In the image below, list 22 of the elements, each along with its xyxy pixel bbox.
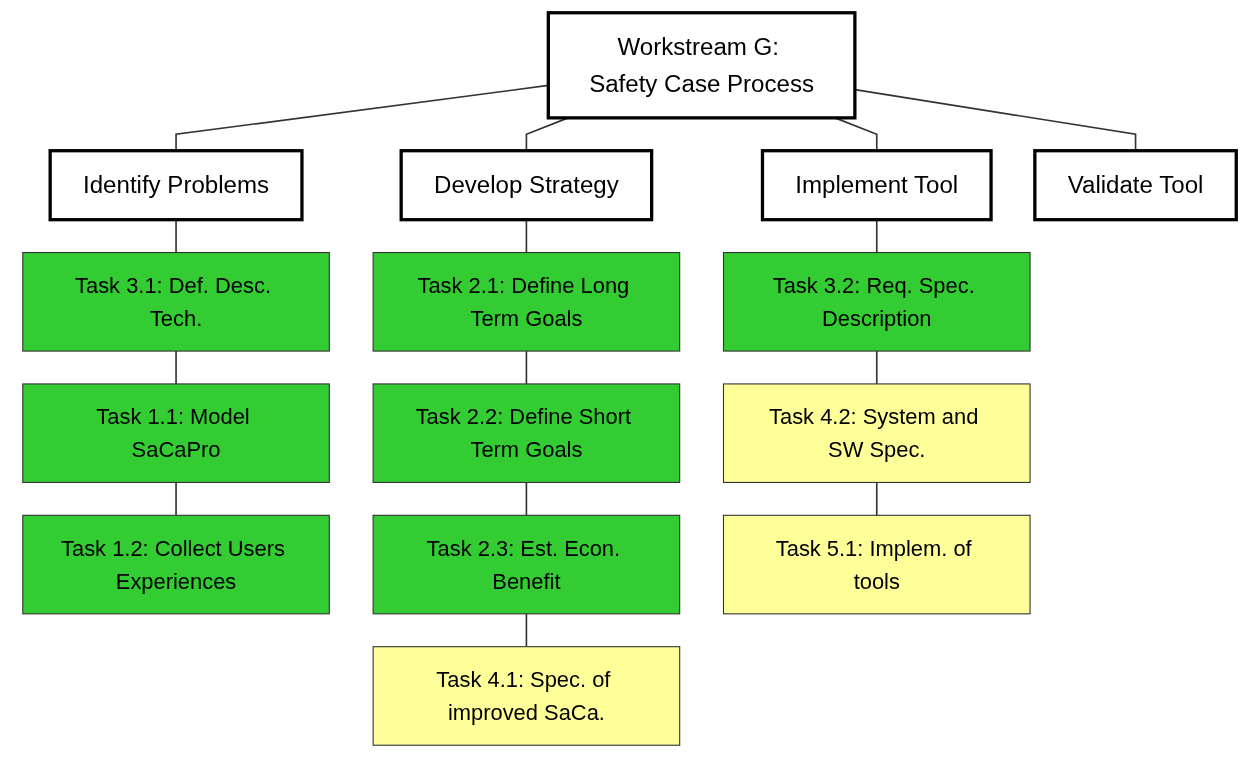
node-box: Task 2.2: Define Short Term Goals bbox=[372, 383, 681, 483]
node-box: Task 5.1: Implem. of tools bbox=[722, 514, 1031, 615]
node-box: Task 1.1: Model SaCaPro bbox=[22, 383, 330, 483]
node-box: Workstream G: Safety Case Process bbox=[546, 11, 857, 120]
connector bbox=[175, 350, 177, 385]
node-box: Develop Strategy bbox=[399, 149, 654, 222]
connector bbox=[525, 481, 528, 517]
node-box: Identify Problems bbox=[48, 149, 304, 222]
node-box: Task 4.1: Spec. of improved SaCa. bbox=[372, 646, 681, 746]
node-box: Task 2.1: Define Long Term Goals bbox=[372, 252, 681, 352]
connector bbox=[175, 481, 177, 517]
connector bbox=[875, 350, 878, 385]
node-box: Task 1.2: Collect Users Experiences bbox=[22, 514, 330, 615]
node-box: Implement Tool bbox=[760, 149, 993, 222]
node-box: Validate Tool bbox=[1033, 149, 1238, 222]
connector bbox=[525, 350, 528, 385]
node-box: Task 2.3: Est. Econ. Benefit bbox=[372, 514, 681, 615]
connector bbox=[525, 613, 528, 648]
connector bbox=[875, 481, 878, 517]
node-box: Task 4.2: System and SW Spec. bbox=[722, 383, 1031, 483]
node-box: Task 3.1: Def. Desc. Tech. bbox=[22, 252, 330, 352]
node-box: Task 3.2: Req. Spec. Description bbox=[722, 252, 1031, 352]
